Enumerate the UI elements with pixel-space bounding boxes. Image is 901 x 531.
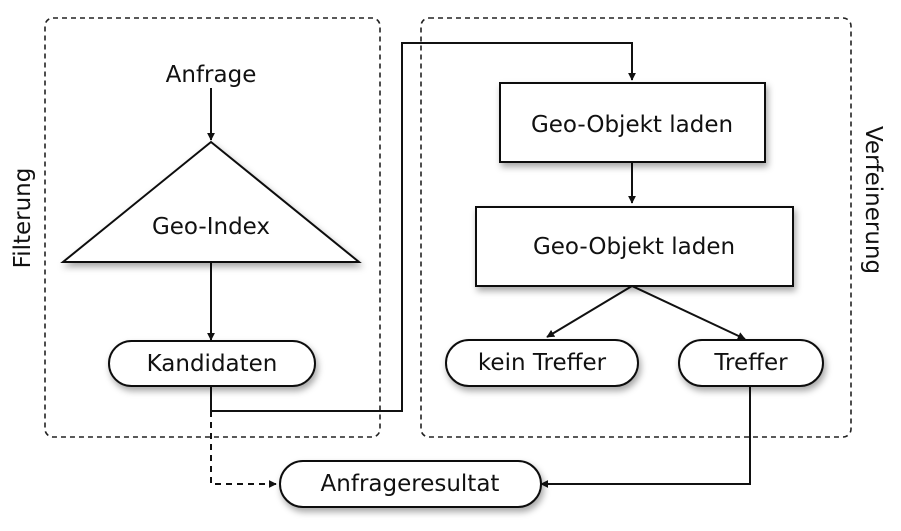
geo-index-label: Geo-Index bbox=[152, 214, 270, 240]
candidates-node bbox=[108, 340, 316, 387]
filter-region bbox=[44, 17, 381, 438]
geo-index-triangle bbox=[60, 140, 362, 263]
arrow-hit-to-result bbox=[540, 386, 751, 488]
filter-region-label: Filterung bbox=[10, 168, 36, 269]
load-object-box-1 bbox=[499, 82, 766, 163]
dashed-arrow-candidates-to-result bbox=[210, 411, 277, 488]
arrow-to-hit bbox=[631, 285, 746, 340]
no-hit-label: kein Treffer bbox=[478, 350, 607, 376]
hit-label: Treffer bbox=[713, 350, 788, 376]
arrow-candidates-to-load bbox=[210, 42, 636, 412]
result-label: Anfrageresultat bbox=[321, 471, 500, 497]
candidates-label: Kandidaten bbox=[147, 351, 278, 377]
refinement-region bbox=[420, 17, 852, 438]
result-node bbox=[279, 460, 542, 508]
hit-node bbox=[678, 339, 824, 387]
load-object-label-2: Geo-Objekt laden bbox=[533, 234, 735, 260]
load-object-label-1: Geo-Objekt laden bbox=[531, 112, 733, 138]
no-hit-node bbox=[445, 339, 639, 387]
load-object-box-2 bbox=[475, 206, 794, 287]
query-label: Anfrage bbox=[166, 62, 257, 88]
refinement-region-label: Verfeinerung bbox=[860, 126, 886, 274]
arrow-to-no-hit bbox=[546, 285, 633, 338]
